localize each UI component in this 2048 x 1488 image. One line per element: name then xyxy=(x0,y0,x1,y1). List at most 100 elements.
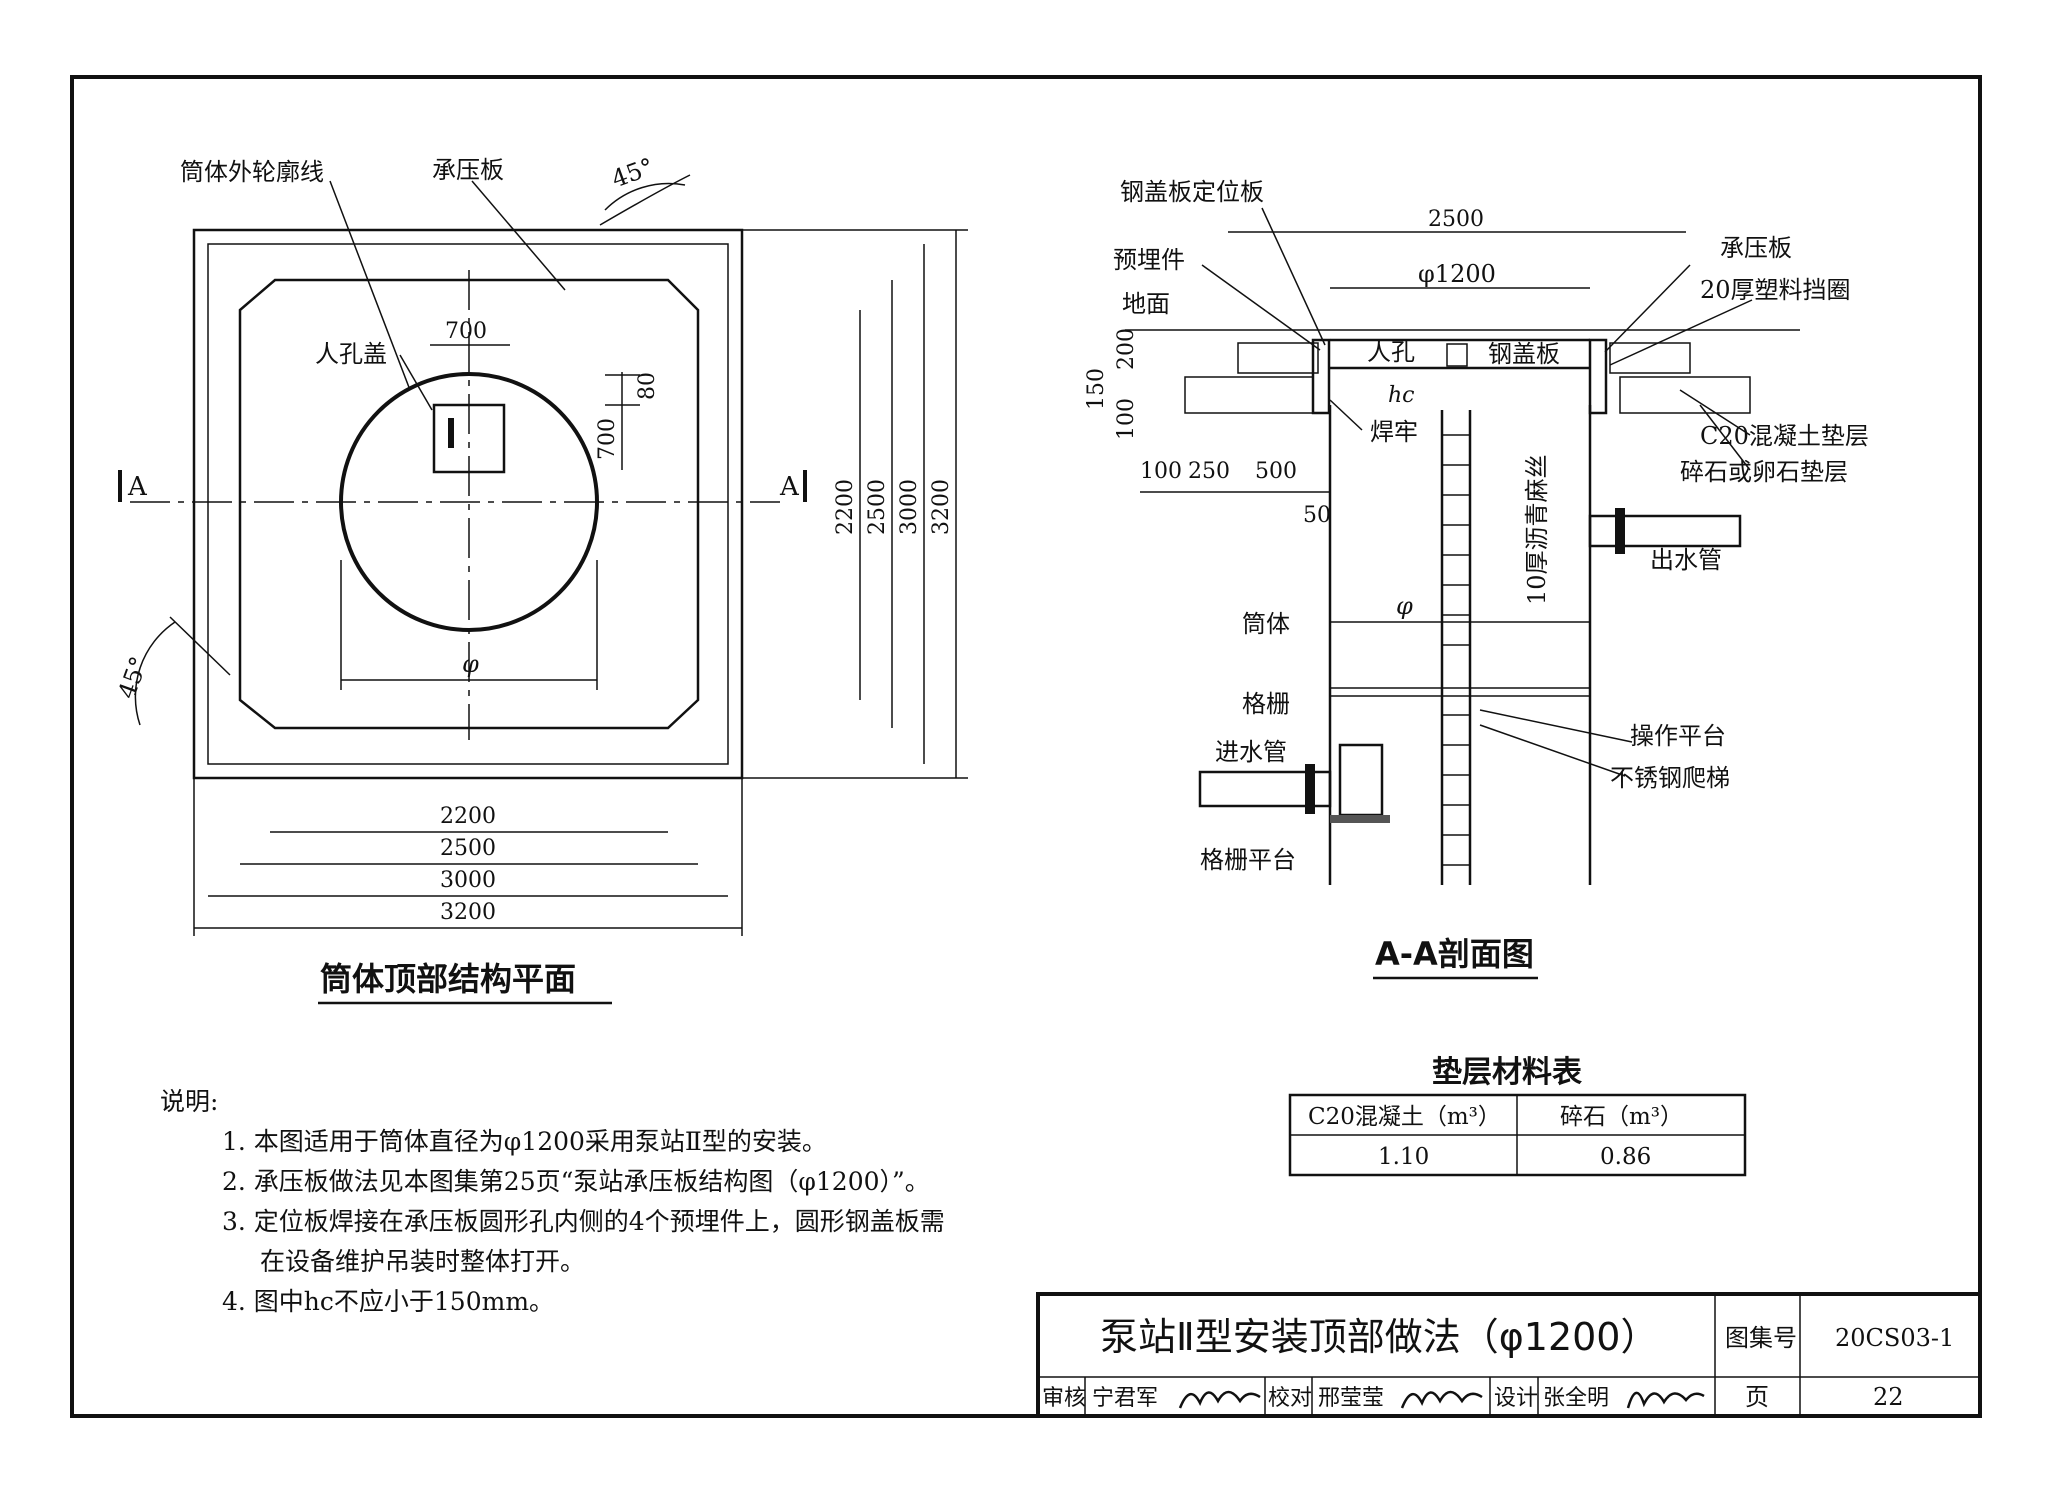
dim-text-b3000: 3000 xyxy=(440,868,496,893)
dim-text-s2500: 2500 xyxy=(1428,207,1484,232)
label-gravel: 碎石或卵石垫层 xyxy=(1680,458,1848,486)
leader-locating xyxy=(1261,207,1326,346)
label-steel-cover: 钢盖板 xyxy=(1488,340,1560,368)
label-plate: 承压板 xyxy=(432,156,504,184)
dim-text-80: 80 xyxy=(635,372,660,400)
leader-plate xyxy=(1604,264,1691,353)
checker-signature xyxy=(1400,1390,1483,1409)
dim-text-r2200: 2200 xyxy=(833,479,858,535)
label-ladder: 不锈钢爬梯 xyxy=(1610,764,1730,792)
outlet-pipe xyxy=(1588,514,1742,548)
designer-name: 张全明 xyxy=(1543,1386,1609,1411)
note-item: 3. 定位板焊接在承压板圆形孔内侧的4个预埋件上，圆形钢盖板需 xyxy=(222,1207,945,1236)
drawing-title: 泵站Ⅱ型安装顶部做法（φ1200） xyxy=(1100,1315,1658,1359)
page-label: 页 xyxy=(1745,1383,1769,1411)
label-barrel: 筒体 xyxy=(1242,610,1290,638)
dim-text-s100: 100 xyxy=(1140,459,1182,484)
note-item: 2. 承压板做法见本图集第25页“泵站承压板结构图（φ1200）”。 xyxy=(222,1167,930,1196)
materials-value-c20: 1.10 xyxy=(1378,1144,1429,1170)
bearing-plate-left xyxy=(1311,338,1331,415)
outlet-flange xyxy=(1615,508,1625,554)
label-ground: 地面 xyxy=(1122,290,1170,318)
leader-manhole xyxy=(399,354,433,411)
reviewer-name: 宁君军 xyxy=(1092,1386,1158,1411)
reviewer-signature xyxy=(1178,1390,1261,1409)
gravel-layer-right xyxy=(1619,376,1751,414)
section-mark-right-text: A xyxy=(779,472,800,502)
label-manhole: 人孔 xyxy=(1367,338,1415,366)
angle-arc-top xyxy=(604,182,686,211)
materials-header-c20: C20混凝土（m³） xyxy=(1308,1104,1501,1130)
label-grille-platform: 格栅平台 xyxy=(1200,846,1296,874)
title-block: 泵站Ⅱ型安装顶部做法（φ1200） 图集号 20CS03-1 页 22 审核 宁… xyxy=(1036,1292,1982,1418)
barrel-outline-circle xyxy=(339,372,599,632)
plan-title: 筒体顶部结构平面 xyxy=(320,960,576,998)
section-view: 钢盖板定位板 预埋件 地面 人孔 钢盖板 焊牢 承压板 20厚塑料挡圈 C20混… xyxy=(1084,178,1869,980)
dim-text-r2500: 2500 xyxy=(865,479,890,535)
dim-text-s500: 500 xyxy=(1255,459,1297,484)
leader-gravel xyxy=(1699,404,1751,471)
label-grille: 格栅 xyxy=(1242,690,1290,718)
dim-text-700a: 700 xyxy=(445,319,487,344)
angle-line-bottom xyxy=(169,616,231,676)
note-item: 1. 本图适用于筒体直径为φ1200采用泵站Ⅱ型的安装。 xyxy=(222,1127,827,1156)
designer-signature xyxy=(1626,1391,1705,1409)
leader-weld xyxy=(1329,399,1363,431)
angle-arc-bottom xyxy=(134,621,176,726)
dim-text-b2200: 2200 xyxy=(440,804,496,829)
label-c20: C20混凝土垫层 xyxy=(1700,422,1869,450)
c20-layer-left xyxy=(1237,342,1319,374)
label-angle-bottom: 45° xyxy=(113,653,154,703)
leader-ladder xyxy=(1479,724,1626,777)
notes-heading: 说明: xyxy=(160,1087,219,1116)
dim-text-r3200: 3200 xyxy=(929,479,954,535)
checker-name: 邢莹莹 xyxy=(1318,1386,1384,1411)
plan-outer-3200 xyxy=(192,228,744,780)
leader-op-platform xyxy=(1479,709,1633,743)
label-outlet: 出水管 xyxy=(1650,546,1722,574)
dim-text-phi: φ xyxy=(462,650,479,678)
plan-view: 筒体外轮廓线 承压板 人孔盖 45° 45° 700 700 80 φ 2200… xyxy=(113,153,968,1005)
label-outline: 筒体外轮廓线 xyxy=(180,158,324,186)
label-angle-top: 45° xyxy=(608,153,658,194)
bearing-plate-right xyxy=(1588,338,1608,415)
inlet-pipe xyxy=(1198,770,1332,808)
manhole-cover xyxy=(432,403,506,474)
page-number: 22 xyxy=(1873,1383,1904,1411)
check-label: 校对 xyxy=(1268,1386,1312,1411)
leader-outline xyxy=(329,180,411,391)
grille-platform xyxy=(1330,815,1390,823)
dim-text-s50: 50 xyxy=(1303,503,1331,528)
sheet-border xyxy=(70,75,1982,1418)
label-plate-s: 承压板 xyxy=(1720,234,1792,262)
dim-text-phi1200: φ1200 xyxy=(1418,260,1496,288)
notes-block: 说明: 1. 本图适用于筒体直径为φ1200采用泵站Ⅱ型的安装。 2. 承压板做… xyxy=(160,1082,945,1322)
dim-text-r3000: 3000 xyxy=(897,479,922,535)
review-label: 审核 xyxy=(1042,1386,1086,1411)
atlas-number: 20CS03-1 xyxy=(1835,1324,1954,1352)
ladder-rungs xyxy=(1442,434,1470,866)
label-inlet: 进水管 xyxy=(1215,738,1287,766)
manhole-handle xyxy=(448,418,454,448)
grille-basket xyxy=(1338,743,1384,817)
dim-text-b2500: 2500 xyxy=(440,836,496,861)
note-item: 在设备维护吊装时整体打开。 xyxy=(260,1247,586,1276)
dim-text-700b: 700 xyxy=(595,418,620,460)
materials-header-gravel: 碎石（m³） xyxy=(1560,1104,1683,1130)
angle-line-top xyxy=(599,174,691,226)
dim-text-s150: 150 xyxy=(1084,368,1109,410)
dim-text-b3200: 3200 xyxy=(440,900,496,925)
plan-outer-3000 xyxy=(207,243,729,765)
leader-c20 xyxy=(1679,389,1751,436)
label-asphalt: 10厚沥青麻丝 xyxy=(1523,454,1551,605)
section-title: A-A剖面图 xyxy=(1375,935,1534,973)
dim-text-sphi: φ xyxy=(1396,592,1413,620)
label-op-platform: 操作平台 xyxy=(1630,722,1726,750)
label-locating-plate: 钢盖板定位板 xyxy=(1120,178,1264,206)
note-item: 4. 图中hc不应小于150mm。 xyxy=(222,1287,555,1316)
atlas-label: 图集号 xyxy=(1725,1324,1797,1352)
operation-platform xyxy=(1329,687,1591,697)
section-mark-left-text: A xyxy=(127,472,148,502)
materials-table: 垫层材料表 C20混凝土（m³） 碎石（m³） 1.10 0.86 xyxy=(1288,1055,1747,1177)
